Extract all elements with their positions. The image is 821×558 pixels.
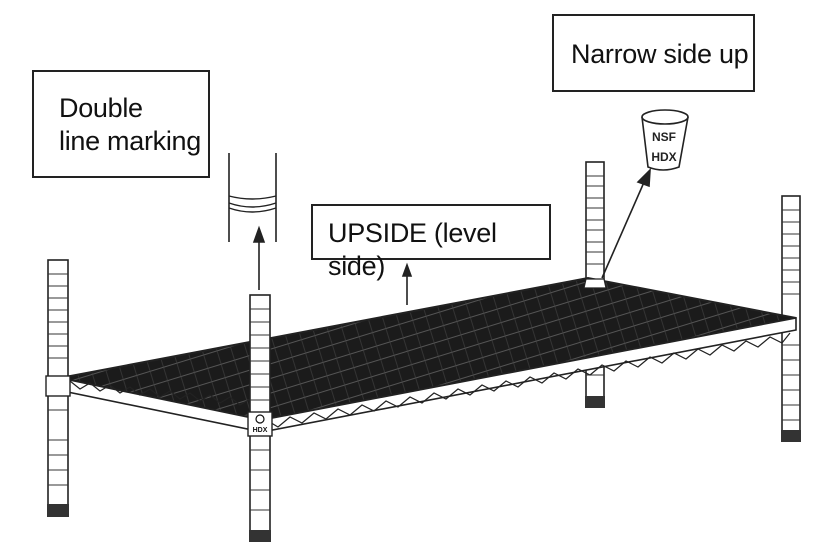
sleeve-detail: NSF HDX bbox=[641, 109, 689, 171]
callout-narrow-side-up: Narrow side up bbox=[552, 14, 755, 92]
callout-double-line-text-1: Double bbox=[59, 93, 143, 123]
hdx-logo-mark bbox=[255, 414, 265, 424]
double-line-marking bbox=[228, 202, 277, 213]
wire-shelf bbox=[57, 276, 797, 433]
arrow-to-upside bbox=[401, 262, 413, 305]
pointer-arrows bbox=[252, 167, 651, 305]
sleeve-cap-line1: NSF bbox=[652, 130, 676, 144]
callout-upside-text: UPSIDE (level side) bbox=[328, 218, 497, 281]
front-left-post bbox=[45, 259, 71, 517]
front-right-post: HDX bbox=[247, 294, 273, 542]
post-brand-text: HDX bbox=[253, 427, 268, 434]
sleeve-cap-line2: HDX bbox=[651, 150, 676, 164]
callout-double-line-text-2: line marking bbox=[59, 126, 201, 156]
truss-side bbox=[267, 332, 791, 428]
truss-front bbox=[69, 380, 259, 408]
callout-upside-level-side: UPSIDE (level side) bbox=[311, 204, 551, 281]
arrow-to-sleeve bbox=[601, 167, 651, 279]
post-segment-detail bbox=[228, 153, 277, 242]
arrow-to-double-line bbox=[252, 225, 266, 290]
callout-double-line-marking: Double line marking bbox=[32, 70, 210, 178]
callout-narrow-side-text: Narrow side up bbox=[571, 39, 749, 69]
